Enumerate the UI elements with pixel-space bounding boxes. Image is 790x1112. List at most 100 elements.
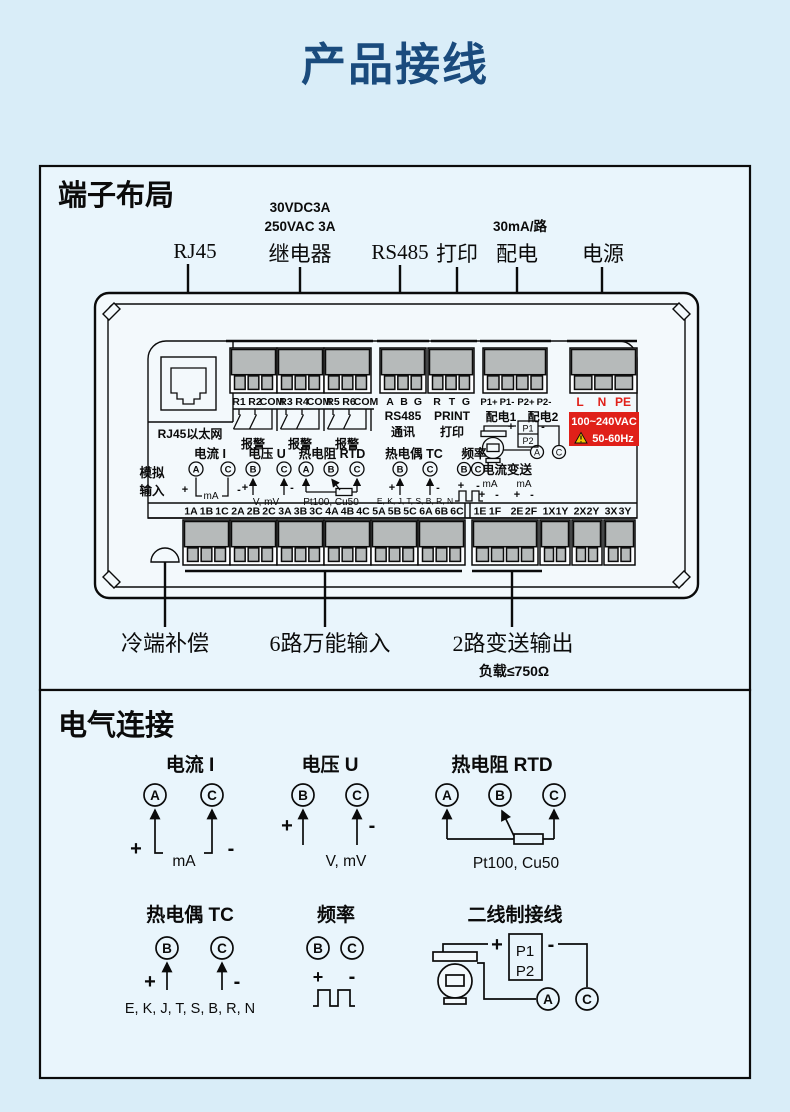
terminal-label: T (449, 396, 456, 408)
rs485-section: A B G RS485 通讯 R T G PRINT 打印 (385, 396, 471, 439)
circle-letter: A (303, 465, 310, 476)
terminal-block-part (200, 547, 213, 563)
terminal-block-part (230, 348, 277, 376)
terminal-block-part (604, 520, 635, 548)
terminal-block-part (233, 547, 246, 563)
terminal-block-part (214, 547, 227, 563)
terminal-circle-c (575, 987, 599, 1011)
circle-letter: A (543, 992, 553, 1007)
tc-unit: E, K, J, T, S, B, R, N (377, 496, 453, 506)
terminal-circle-c (200, 783, 224, 807)
terminal-label: 2X (574, 506, 587, 518)
elec-voltage: 电压 U B C + - V, mV (281, 753, 375, 870)
relay-switch-symbol (279, 409, 320, 430)
bottom-terminal-strip (148, 502, 637, 519)
plus-sign: + (514, 489, 520, 501)
terminal-label: R3 (279, 396, 293, 408)
voltage-unit: V, mV (326, 853, 367, 870)
dist-wires (483, 425, 560, 451)
terminal-label: 4A (325, 506, 339, 518)
terminal-label: 3B (294, 506, 308, 518)
terminal-block-part (355, 547, 368, 563)
terminal-label: P1+ (480, 397, 498, 408)
terminal-label: R2 (248, 396, 262, 408)
terminal-circle-c (551, 444, 567, 460)
minus-sign: - (349, 966, 356, 988)
terminal-block-part (374, 547, 387, 563)
rj45-jack: RJ45以太网 (158, 356, 223, 441)
circle-letter: C (582, 992, 592, 1007)
circle-letter: A (442, 788, 452, 803)
circle-letter: C (281, 465, 288, 476)
terminal-block-part (277, 348, 324, 376)
page-title: 产品接线 (300, 39, 489, 90)
terminal-block-part (327, 375, 340, 391)
terminal-circle-c (210, 936, 234, 960)
rtd-unit: Pt100, Cu50 (473, 855, 560, 872)
plus-sign: + (130, 838, 142, 860)
terminal-block-part (620, 547, 632, 563)
transmit-title: 电流变送 (482, 462, 533, 477)
leader-rj45: RJ45 (173, 239, 216, 263)
plus-sign: + (479, 489, 485, 501)
voltage-unit: V, mV (253, 497, 280, 508)
current-unit: mA (204, 491, 219, 502)
terminal-block-part (555, 547, 567, 563)
terminal-block-part (233, 375, 246, 391)
terminal-label: COM (307, 396, 332, 408)
terminal-label: 1X (543, 506, 556, 518)
terminal-block-part (540, 520, 570, 548)
plus-sign: + (458, 480, 464, 492)
terminal-circle-b (488, 783, 512, 807)
callout-lines (163, 562, 542, 627)
p2-label: P2 (516, 963, 534, 980)
terminal-circle-c (276, 461, 292, 477)
terminal-label: 3A (278, 506, 292, 518)
terminal-block-part (428, 348, 474, 376)
plus-sign: + (491, 934, 503, 956)
terminal-block-part (475, 547, 490, 563)
circle-letter: B (298, 788, 308, 803)
circle-letter: B (461, 465, 468, 476)
terminal-block-part (490, 547, 505, 563)
terminal-block-part (483, 348, 547, 376)
power-section: L N PE 100~240VAC 50-60Hz (569, 395, 639, 446)
terminal-label: L (576, 395, 583, 409)
rj45-port-label: RJ45以太网 (158, 426, 223, 441)
terminal-label: 4B (341, 506, 355, 518)
terminal-block-part (397, 375, 409, 391)
leader-dist: 配电 (496, 242, 538, 266)
terminal-label: P2+ (517, 397, 535, 408)
circle-letter: C (475, 465, 482, 476)
rtd-unit: Pt100, Cu50 (303, 497, 359, 508)
relay-spec-1: 30VDC3A (270, 200, 331, 215)
terminal-block-part (505, 547, 520, 563)
elec-rtd-title: 热电阻 RTD (451, 753, 552, 776)
top-terminal-blocks (229, 347, 638, 394)
leader-rs485: RS485 (371, 240, 428, 264)
terminal-block-part (277, 520, 324, 548)
terminal-block-part (186, 547, 199, 563)
p1-label: P1 (516, 943, 534, 960)
transmit-unit: mA (517, 479, 532, 490)
circle-letter: C (354, 465, 361, 476)
rs485-label: RS485 (385, 409, 422, 423)
current-title: 电流 I (194, 446, 226, 461)
terminal-block-part (230, 520, 277, 548)
terminal-block-part (280, 375, 293, 391)
tc-unit: E, K, J, T, S, B, R, N (125, 1001, 255, 1017)
cold-label: 冷端补偿 (121, 631, 209, 656)
minus-sign: - (495, 489, 499, 501)
terminal-circle-b (291, 783, 315, 807)
transmit-unit: mA (483, 479, 498, 490)
terminal-block-part (247, 375, 260, 391)
terminal-label: 3Y (619, 506, 632, 518)
relay-strip-line (233, 408, 374, 431)
corner-mark-tl (102, 302, 121, 321)
circle-letter: C (347, 941, 357, 956)
circle-letter: A (534, 448, 540, 458)
terminal-block-part (573, 375, 593, 391)
alarm-label: 报警 (241, 436, 265, 451)
circle-letter: C (207, 788, 217, 803)
dist-spec: 30mA/路 (493, 218, 548, 234)
